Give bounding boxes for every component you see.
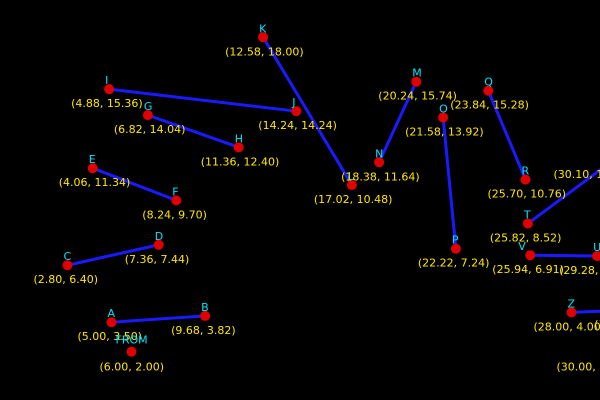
coordinate-label-s: (30.10, 11.76): [554, 168, 600, 181]
point-label-t: T: [523, 209, 531, 222]
point-d: [153, 239, 164, 250]
coordinate-label-v: (25.94, 6.91): [492, 263, 564, 276]
coordinate-label-to: (30.00, 2.00): [557, 361, 600, 374]
segment-i-j: [107, 87, 298, 113]
point-label-m: M: [412, 67, 422, 80]
point-label-a: A: [108, 307, 116, 320]
point-label-g: G: [144, 100, 153, 113]
segments-layer: [66, 35, 600, 324]
segment-c-d: [66, 243, 161, 267]
point-a: [106, 317, 117, 328]
point-label-c: C: [64, 250, 72, 263]
point-label-e: E: [89, 153, 96, 166]
coordinate-label-m: (20.24, 15.74): [378, 90, 457, 103]
point-n: [374, 157, 385, 168]
labels-layer: A (5.00, 3.50) B (9.68, 3.82) C (2.80, 6.40) D…: [34, 22, 600, 373]
coordinate-label-z: (28.00, 4.00): [534, 320, 600, 333]
point-label-z: Z: [568, 297, 576, 310]
coordinate-label-j: (14.24, 14.24): [258, 119, 337, 132]
coordinate-label-f: (8.24, 9.70): [142, 208, 207, 221]
point-label-from: FROM: [116, 334, 148, 347]
point-v: [525, 250, 536, 261]
point-b: [200, 310, 211, 321]
point-label-r: R: [522, 165, 530, 178]
coordinate-label-r: (25.70, 10.76): [488, 188, 567, 201]
coordinate-label-n: (18.38, 11.64): [341, 170, 420, 183]
point-label-f: F: [172, 185, 178, 198]
point-label-o: O: [439, 102, 448, 115]
point-label-u: U: [593, 241, 600, 254]
segment-u-v: [528, 253, 599, 258]
point-h: [233, 142, 244, 153]
coordinate-label-i: (4.88, 15.36): [71, 97, 143, 110]
point-e: [87, 163, 98, 174]
coordinate-label-c: (2.80, 6.40): [34, 273, 99, 286]
coordinate-label-d: (7.36, 7.44): [125, 253, 190, 266]
coordinate-label-a: (5.00, 3.50): [78, 330, 143, 343]
coordinate-label-o: (21.58, 13.92): [405, 125, 484, 138]
point-label-j: J: [291, 96, 295, 109]
point-label-n: N: [375, 147, 383, 160]
point-g: [142, 110, 153, 121]
segment-s-t: [526, 168, 600, 226]
coordinate-label-from: (6.00, 2.00): [100, 361, 165, 374]
segment-q-r: [486, 89, 527, 182]
point-k: [258, 32, 269, 43]
coordinate-label-t: (25.82, 8.52): [490, 232, 562, 245]
coordinate-label-u: (29.28, 6.87): [559, 264, 600, 277]
point-o: [438, 112, 449, 123]
coordinate-label-w: (31.04, 4.12): [594, 318, 600, 331]
segment-m-n: [377, 80, 418, 164]
point-label-v: V: [518, 240, 526, 253]
point-label-k: K: [259, 22, 267, 35]
point-label-d: D: [155, 230, 163, 243]
coordinate-label-b: (9.68, 3.82): [171, 324, 236, 337]
coordinate-label-l: (17.02, 10.48): [314, 193, 393, 206]
point-label-l: L: [348, 170, 355, 183]
coordinate-label-h: (11.36, 12.40): [201, 155, 280, 168]
point-p: [450, 243, 461, 254]
segment-w-z: [570, 309, 600, 314]
point-from: [126, 346, 137, 357]
point-l: [346, 180, 357, 191]
points-layer: [62, 32, 600, 357]
point-label-p: P: [452, 234, 459, 247]
coordinate-label-p: (22.22, 7.24): [418, 257, 490, 270]
point-u: [592, 251, 600, 262]
point-label-i: I: [105, 74, 108, 87]
point-j: [291, 106, 302, 117]
point-f: [171, 195, 182, 206]
coordinate-label-k: (12.58, 18.00): [225, 45, 304, 58]
point-q: [483, 85, 494, 96]
point-m: [411, 76, 422, 87]
coordinate-label-g: (6.82, 14.04): [114, 123, 186, 136]
segment-a-b: [110, 314, 207, 324]
point-label-q: Q: [484, 76, 493, 89]
point-c: [62, 260, 73, 271]
point-r: [520, 174, 531, 185]
point-t: [522, 218, 533, 229]
segment-e-f: [91, 166, 178, 202]
coordinate-label-q: (23.84, 15.28): [450, 99, 529, 112]
point-label-b: B: [201, 301, 209, 314]
segment-k-l: [261, 35, 354, 187]
segment-o-p: [441, 115, 458, 251]
coordinate-label-e: (4.06, 11.34): [59, 176, 131, 189]
point-z: [566, 307, 577, 318]
segment-g-h: [146, 113, 241, 149]
point-label-h: H: [235, 132, 243, 145]
point-i: [104, 84, 115, 95]
